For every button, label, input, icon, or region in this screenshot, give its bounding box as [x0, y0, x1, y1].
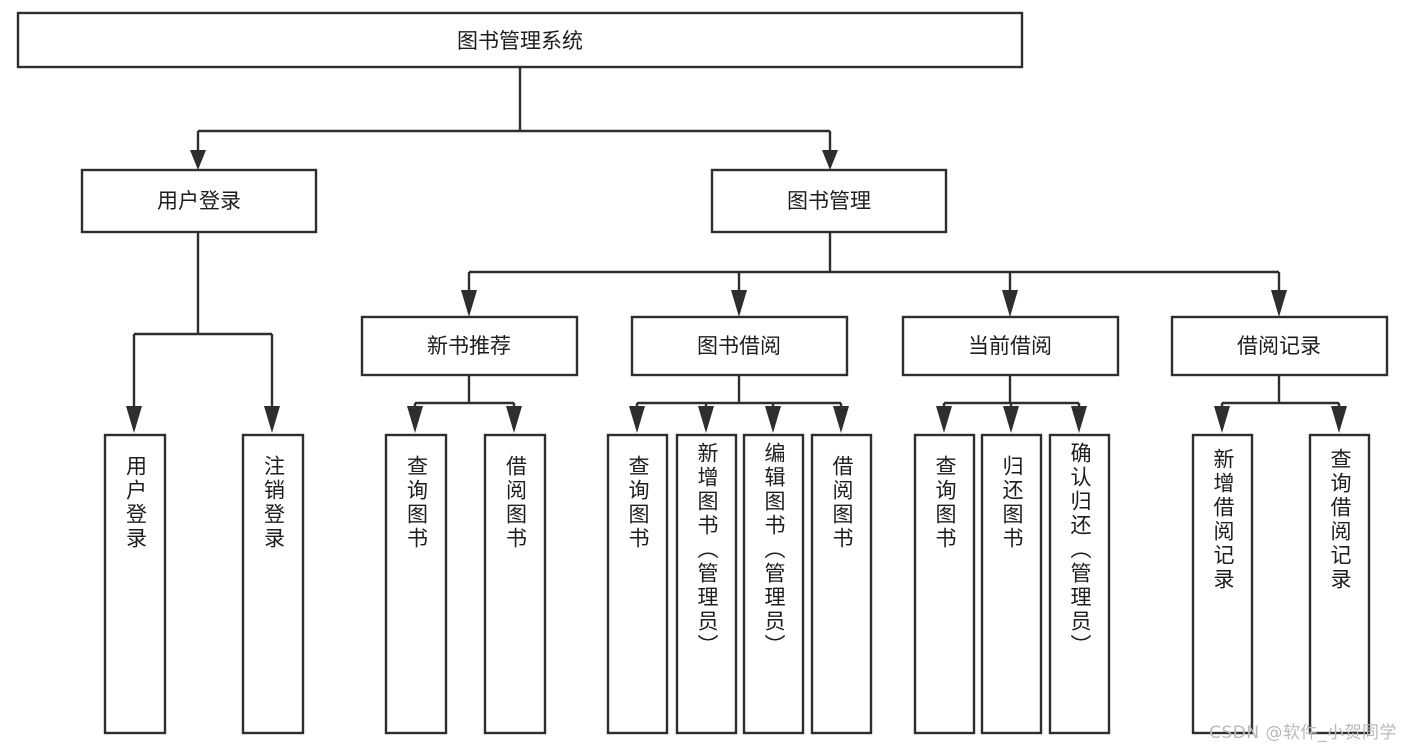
arrowhead-cb-return-book — [1003, 406, 1019, 433]
node-leaf-nbr-query-book[interactable] — [384, 433, 448, 735]
arrowhead-user-login — [190, 150, 206, 170]
node-leaf-bb-edit-book[interactable] — [742, 433, 805, 735]
node-root-book-management-system[interactable] — [16, 11, 1024, 69]
node-borrow-record-label: 借阅记录 — [1237, 334, 1321, 358]
node-new-book-recommend-label: 新书推荐 — [427, 334, 511, 358]
csdn-watermark: CSDN @软件_小贺同学 — [1209, 723, 1397, 743]
arrowhead-leaf-user-login — [126, 406, 142, 433]
arrowhead-br-add-record — [1214, 406, 1230, 433]
arrowhead-bb-query-book — [629, 406, 645, 433]
arrowhead-bb-borrow-book — [833, 406, 849, 433]
arrowhead-book-manage — [822, 150, 838, 170]
arrowhead-bb-edit-book — [765, 406, 781, 433]
node-leaf-br-add-record[interactable] — [1191, 433, 1254, 735]
node-current-borrow[interactable] — [901, 315, 1120, 377]
arrowhead-book-borrow — [731, 290, 747, 317]
arrowhead-nbr-borrow-book — [506, 406, 522, 433]
arrowhead-current-borrow — [1002, 290, 1018, 317]
arrowhead-leaf-logout — [264, 406, 280, 433]
node-layer: 图书管理系统 用户登录 图书管理 新书推荐 图书借阅 当前借阅 借阅记录 — [16, 11, 1389, 735]
node-book-borrow-label: 图书借阅 — [697, 334, 781, 358]
node-borrow-record[interactable] — [1170, 315, 1389, 377]
arrowhead-cb-confirm-return — [1071, 406, 1087, 433]
node-leaf-bb-query-book[interactable] — [606, 433, 669, 735]
node-leaf-br-query-record[interactable] — [1308, 433, 1371, 735]
connector-layer — [126, 67, 1347, 433]
node-leaf-cb-return-book[interactable] — [980, 433, 1043, 735]
node-leaf-cb-confirm-return[interactable] — [1048, 433, 1111, 735]
node-book-management-label: 图书管理 — [787, 189, 871, 213]
node-root-label: 图书管理系统 — [457, 29, 583, 53]
arrowhead-cb-query-book — [936, 406, 952, 433]
node-leaf-cb-query-book[interactable] — [913, 433, 976, 735]
node-leaf-bb-add-book[interactable] — [675, 433, 738, 735]
node-leaf-user-login[interactable] — [103, 433, 167, 735]
arrowhead-new-book-recommend — [461, 290, 477, 317]
arrowhead-nbr-query-book — [407, 406, 423, 433]
arrowhead-bb-add-book — [698, 406, 714, 433]
node-user-login[interactable] — [80, 168, 318, 234]
node-new-book-recommend[interactable] — [360, 315, 579, 377]
node-book-borrow[interactable] — [630, 315, 849, 377]
node-leaf-bb-borrow-book[interactable] — [810, 433, 873, 735]
arrowhead-br-query-record — [1331, 406, 1347, 433]
node-current-borrow-label: 当前借阅 — [968, 334, 1052, 358]
node-user-login-label: 用户登录 — [157, 189, 241, 213]
node-book-management[interactable] — [710, 168, 948, 234]
node-leaf-nbr-borrow-book[interactable] — [483, 433, 547, 735]
arrowhead-borrow-record — [1271, 290, 1287, 317]
node-leaf-logout[interactable] — [241, 433, 305, 735]
